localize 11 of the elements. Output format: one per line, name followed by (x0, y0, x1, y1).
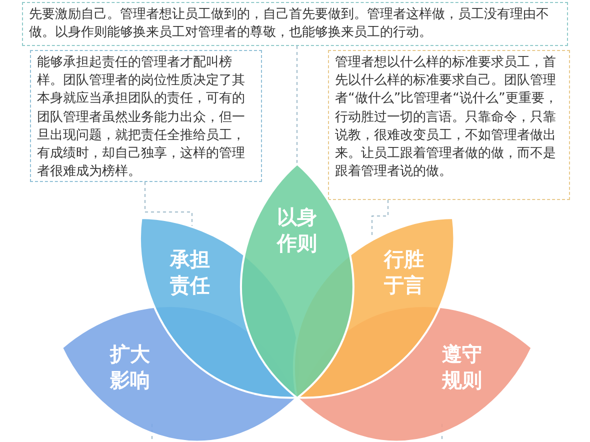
text-box: 先要激励自己。管理者想让员工做到的，自己首先要做到。管理者这样做，员工没有理由不做。以身作则能够换来员工对管理者的尊敬，也能够换来员工的行动。 (22, 2, 568, 46)
text-box: 管理者想以什么样的标准要求员工，首先以什么样的标准要求自己。团队管理者“做什么”比管理者“说什么”更重要，行动胜过一切的言语。只靠命令，只靠说教，很难改变员工，不如管理者做出来。让员工跟着管理者做的做，而不是跟着管理者说的做。 (328, 50, 570, 200)
petal-label: 以身作则 (275, 204, 318, 256)
petal-label: 扩大影响 (108, 340, 151, 393)
petal-label: 遵守规则 (440, 340, 483, 393)
connector-line (296, 46, 298, 164)
connector-line (144, 182, 192, 226)
petal-label: 承担责任 (168, 246, 211, 298)
petal-label: 行胜于言 (382, 246, 425, 298)
text-box: 能够承担起责任的管理者才配叫榜样。团队管理者的岗位性质决定了其本身就应当承担团队的责任，可有的团队管理者虽然业务能力出众，但一旦出现问题，就把责任全推给员工，有成绩时，却自己独享，这样的管理者很难成为榜样。 (30, 50, 262, 182)
connector-line (372, 200, 388, 236)
